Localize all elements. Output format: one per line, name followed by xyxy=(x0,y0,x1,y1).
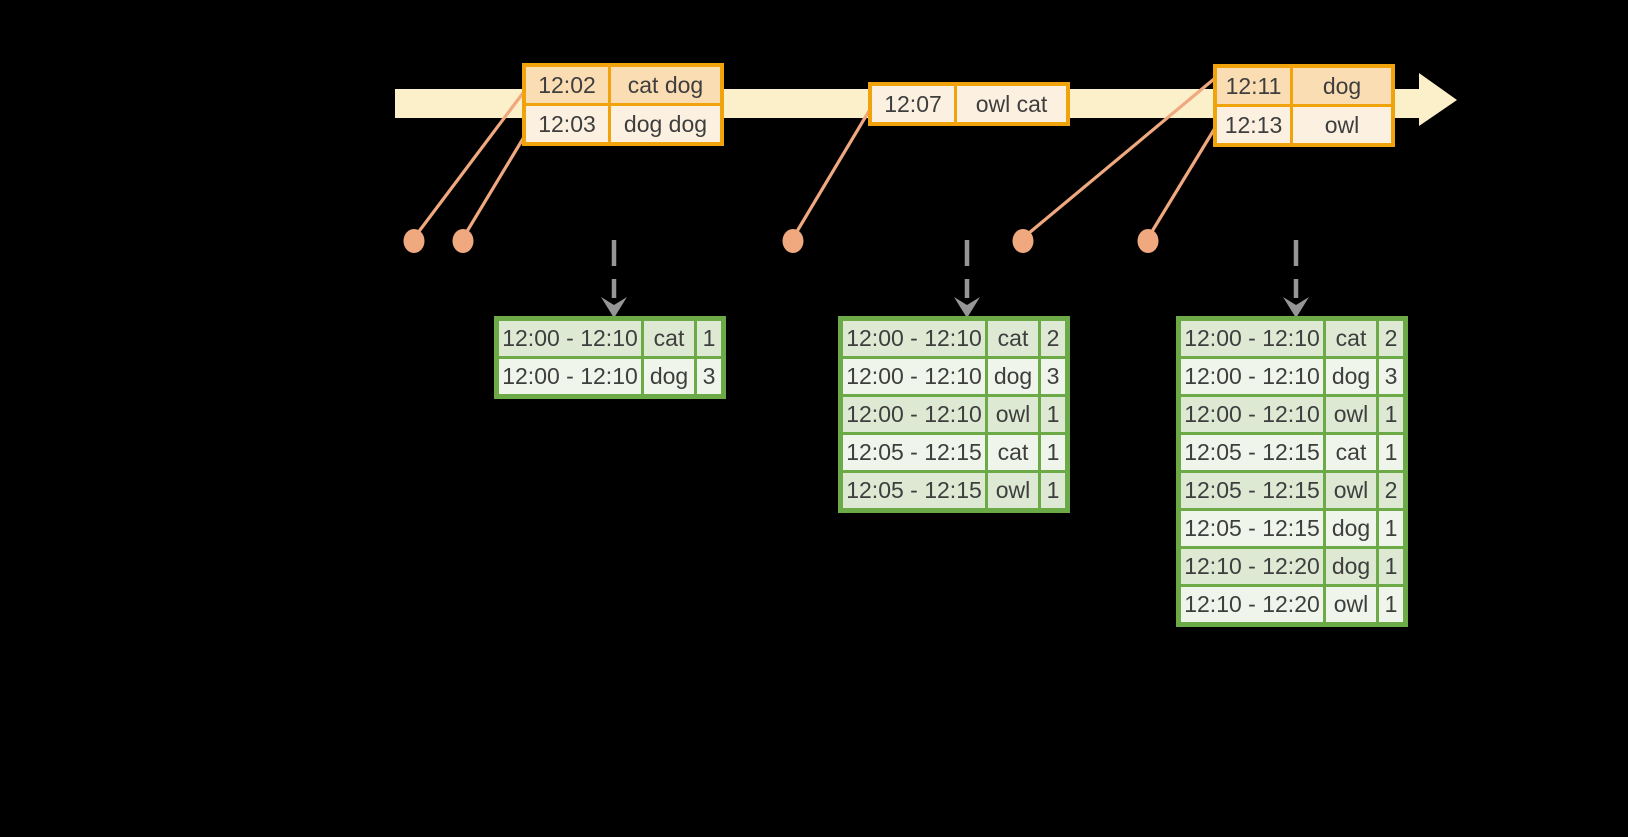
count-cell: 2 xyxy=(1376,321,1403,356)
window-cell: 12:00 - 12:10 xyxy=(846,363,982,389)
count-cell: 1 xyxy=(1038,435,1065,470)
window-cell: 12:05 - 12:15 xyxy=(1184,477,1320,503)
word-cell: dog xyxy=(985,359,1038,394)
event-dot-12:02 xyxy=(403,229,425,253)
window-cell: 12:00 - 12:10 xyxy=(846,401,982,427)
time-cell: 12:13 xyxy=(1224,111,1283,138)
trigger-arrows xyxy=(601,240,1309,318)
window-cell: 12:00 - 12:10 xyxy=(502,325,638,351)
count-cell: 1 xyxy=(1038,397,1065,432)
word-cell: dog xyxy=(1323,549,1376,584)
window-cell: 12:00 - 12:10 xyxy=(846,325,982,351)
window-cell: 12:00 - 12:10 xyxy=(1184,401,1320,427)
event-dots xyxy=(403,229,1159,253)
window-cell: 12:05 - 12:15 xyxy=(1184,439,1320,465)
window-cell: 12:05 - 12:15 xyxy=(1184,515,1320,541)
table-row: 12:07 owl cat xyxy=(872,86,1066,122)
words-cell: cat dog xyxy=(608,67,720,103)
event-dot-12:07 xyxy=(782,229,804,253)
window-cell: 12:00 - 12:10 xyxy=(1184,363,1320,389)
count-cell: 3 xyxy=(1038,359,1065,394)
time-cell: 12:03 xyxy=(538,110,596,137)
word-cell: dog xyxy=(1323,511,1376,546)
count-cell: 1 xyxy=(694,321,721,356)
count-cell: 1 xyxy=(1376,587,1403,622)
count-cell: 3 xyxy=(1376,359,1403,394)
count-cell: 1 xyxy=(1376,435,1403,470)
word-cell: owl xyxy=(1323,397,1376,432)
count-cell: 2 xyxy=(1038,321,1065,356)
window-cell: 12:05 - 12:15 xyxy=(846,477,982,503)
word-cell: dog xyxy=(1323,359,1376,394)
event-line-12:07 xyxy=(791,110,871,239)
event-dot-12:03 xyxy=(452,229,474,253)
trigger-arrow-2 xyxy=(954,240,980,318)
words-cell: owl cat xyxy=(954,86,1066,122)
words-cell: dog dog xyxy=(608,106,720,142)
count-cell: 1 xyxy=(1038,473,1065,508)
time-cell: 12:11 xyxy=(1225,72,1282,99)
word-cell: owl xyxy=(985,397,1038,432)
time-cell: 12:07 xyxy=(884,90,942,117)
words-cell: owl xyxy=(1290,107,1391,143)
words-cell: dog xyxy=(1290,68,1391,104)
table-row: 12:02 cat dog xyxy=(526,67,720,103)
trigger-arrow-1 xyxy=(601,240,627,318)
word-cell: cat xyxy=(641,321,694,356)
count-cell: 2 xyxy=(1376,473,1403,508)
event-table-2: 12:07 owl cat xyxy=(868,82,1070,126)
count-cell: 1 xyxy=(1376,549,1403,584)
event-dot-12:13 xyxy=(1137,229,1159,253)
count-cell: 1 xyxy=(1376,397,1403,432)
time-cell: 12:02 xyxy=(538,71,596,98)
word-cell: cat xyxy=(985,321,1038,356)
event-table-1: 12:02 cat dog 12:03 dog dog xyxy=(522,63,724,146)
window-cell: 12:00 - 12:10 xyxy=(502,363,638,389)
count-cell: 1 xyxy=(1376,511,1403,546)
count-cell: 3 xyxy=(694,359,721,394)
table-row: 12:13 owl xyxy=(1217,104,1391,143)
event-table-3: 12:11 dog 12:13 owl xyxy=(1213,64,1395,147)
trigger-arrow-3 xyxy=(1283,240,1309,318)
event-line-12:02 xyxy=(412,92,525,239)
word-cell: dog xyxy=(641,359,694,394)
table-row: 12:03 dog dog xyxy=(526,103,720,142)
event-dot-12:11 xyxy=(1012,229,1034,253)
window-cell: 12:10 - 12:20 xyxy=(1184,591,1320,617)
window-cell: 12:05 - 12:15 xyxy=(846,439,982,465)
word-cell: cat xyxy=(985,435,1038,470)
event-line-12:11 xyxy=(1021,77,1216,240)
window-cell: 12:10 - 12:20 xyxy=(1184,553,1320,579)
word-cell: owl xyxy=(985,473,1038,508)
window-cell: 12:00 - 12:10 xyxy=(1184,325,1320,351)
event-line-12:03 xyxy=(461,136,526,239)
word-cell: owl xyxy=(1323,473,1376,508)
event-connector-lines xyxy=(412,77,1217,240)
word-cell: cat xyxy=(1323,321,1376,356)
event-line-12:13 xyxy=(1146,127,1217,239)
table-row: 12:11 dog xyxy=(1217,68,1391,104)
word-cell: owl xyxy=(1323,587,1376,622)
word-cell: cat xyxy=(1323,435,1376,470)
